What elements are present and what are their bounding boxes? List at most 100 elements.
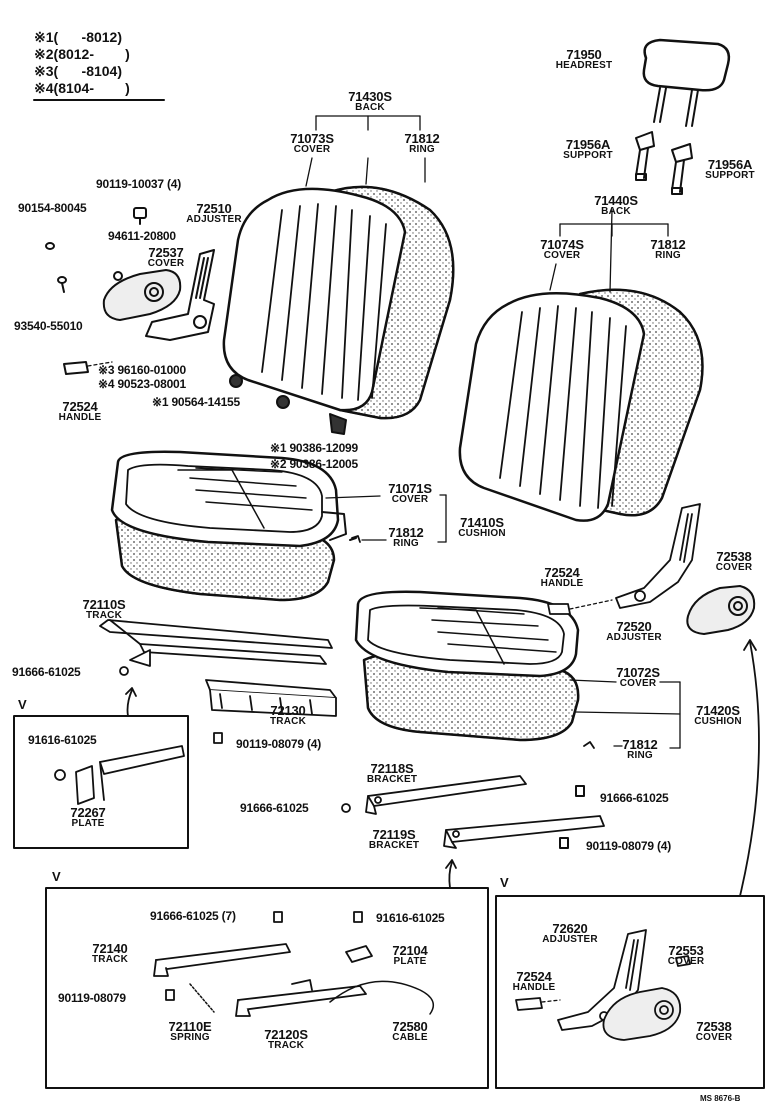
view-v-box-2	[45, 887, 489, 1089]
part-label-91616-61025-v1: 91616-61025	[28, 734, 97, 746]
part-name: HEADREST	[555, 60, 613, 71]
part-name: BACK	[355, 102, 385, 113]
track-72130-drawing	[205, 679, 337, 744]
part-name: BRACKET	[366, 774, 418, 785]
seat-back-right-drawing	[458, 288, 704, 522]
part-number: 71956A	[707, 157, 753, 172]
seat-cushion-right-drawing	[354, 590, 580, 742]
legend-range: ( -8012)	[53, 29, 122, 45]
part-name: COVER	[667, 956, 705, 967]
part-label-90119-08079-b: 90119-08079 (4)	[586, 840, 671, 852]
part-number: ※1 90386-12099	[270, 441, 358, 455]
part-number: 72580	[392, 1019, 428, 1034]
part-number: 71440S	[594, 193, 638, 208]
part-name: COVER	[619, 678, 657, 689]
part-name: COVER	[293, 144, 331, 155]
part-name: SPRING	[170, 1032, 210, 1043]
view-mark-text: V	[52, 869, 61, 884]
part-number: 91616-61025	[376, 911, 445, 925]
part-name: HANDLE	[58, 412, 102, 423]
view-v-arrow-3	[739, 641, 760, 897]
part-number: 72130	[270, 703, 306, 718]
legend-row-3: ※3( -8104)	[34, 64, 122, 78]
part-name: COVER	[695, 1032, 733, 1043]
headrest-drawing	[642, 38, 731, 127]
part-number: 91616-61025	[28, 733, 97, 747]
part-name: CUSHION	[694, 716, 742, 727]
cover-72538-a-drawing	[686, 585, 756, 635]
part-number: 72538	[716, 549, 752, 564]
view-v-box-1	[13, 715, 189, 849]
view-v-box-3	[495, 895, 765, 1089]
legend-row-4: ※4(8104- )	[34, 81, 130, 95]
part-name: PLATE	[71, 818, 105, 829]
leader-lines-71440s	[549, 209, 669, 293]
part-label-90119-10037: 90119-10037 (4)	[96, 178, 181, 190]
part-number: 72524	[516, 969, 552, 984]
part-label-91666-61025-c: 91666-61025	[600, 792, 669, 804]
part-label-93540-55010: 93540-55010	[14, 320, 83, 332]
part-name: TRACK	[92, 954, 128, 965]
view-v-box-1-drawing	[54, 745, 185, 805]
part-number: 94611-20800	[108, 229, 176, 243]
part-number: 72104	[392, 943, 428, 958]
part-name: CUSHION	[458, 528, 506, 539]
leader-lines-71430s	[305, 115, 426, 187]
support-drawing-left	[635, 131, 655, 181]
part-number: 90119-08079 (4)	[236, 737, 322, 751]
part-name: COVER	[391, 494, 429, 505]
part-number: 71812	[404, 131, 440, 146]
bolt-91666-c-drawing	[575, 785, 585, 797]
legend-range: (8012- )	[53, 46, 130, 62]
part-number: 71430S	[348, 89, 392, 104]
part-name: HANDLE	[512, 982, 556, 993]
part-number: 93540-55010	[14, 319, 83, 333]
part-number: 72119S	[372, 827, 416, 842]
bracket-72119s-drawing	[443, 815, 605, 849]
seat-back-left-drawing	[222, 185, 455, 420]
part-number: 72120S	[264, 1027, 308, 1042]
part-number: 72538	[696, 1019, 732, 1034]
part-number: 71410S	[460, 515, 504, 530]
legend-row-1: ※1( -8012)	[34, 30, 122, 44]
bracket-72118s-drawing	[341, 775, 527, 815]
part-number: 72267	[70, 805, 106, 820]
part-name: BRACKET	[368, 840, 420, 851]
part-number: 91666-61025	[240, 801, 309, 815]
part-number: 71071S	[388, 481, 432, 496]
part-number: ※2 90386-12005	[270, 457, 358, 471]
part-name: TRACK	[86, 610, 122, 621]
view-mark-v3: V	[500, 876, 509, 889]
part-label-91616-61025-v2: 91616-61025	[376, 912, 445, 924]
part-number: 72510	[196, 201, 232, 216]
part-label-90154-80045: 90154-80045	[18, 202, 87, 214]
adjuster-assembly-left-drawing	[45, 207, 347, 435]
part-number: 71073S	[290, 131, 334, 146]
part-label-91666-61025-b: 91666-61025	[240, 802, 309, 814]
legend-range: ( -8104)	[53, 63, 122, 79]
view-mark-text: V	[18, 697, 27, 712]
part-number: 72524	[62, 399, 98, 414]
part-name: ADJUSTER	[186, 214, 242, 225]
part-name: SUPPORT	[563, 150, 613, 161]
legend-row-2: ※2(8012- )	[34, 47, 130, 61]
